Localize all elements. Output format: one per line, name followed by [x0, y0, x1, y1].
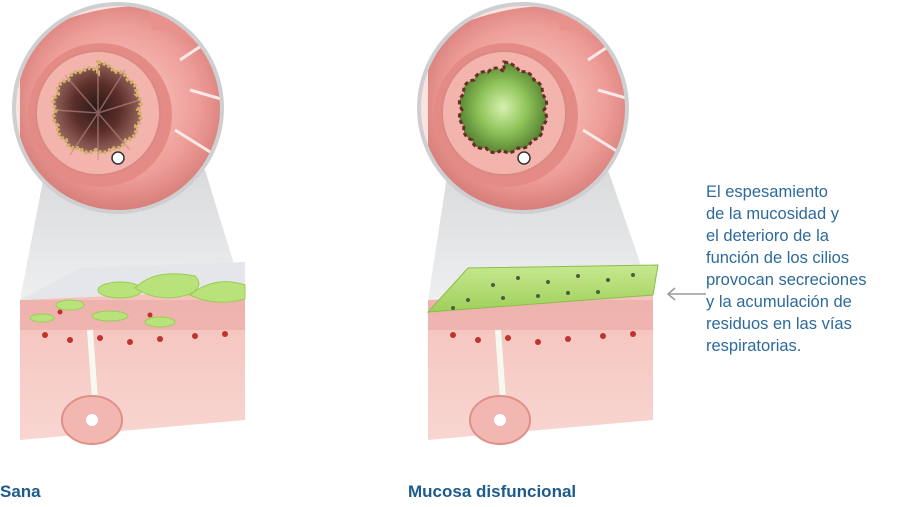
tissue-block: [428, 290, 653, 444]
annotation-text: El espesamiento de la mucosidad y el det…: [706, 181, 897, 357]
healthy-airway-illustration: [0, 0, 290, 470]
dysfunctional-airway-illustration: [408, 0, 678, 470]
arrow-left-icon: [664, 286, 708, 302]
caption-healthy: Sana: [0, 482, 41, 502]
caption-dysfunctional: Mucosa disfuncional: [408, 482, 576, 502]
